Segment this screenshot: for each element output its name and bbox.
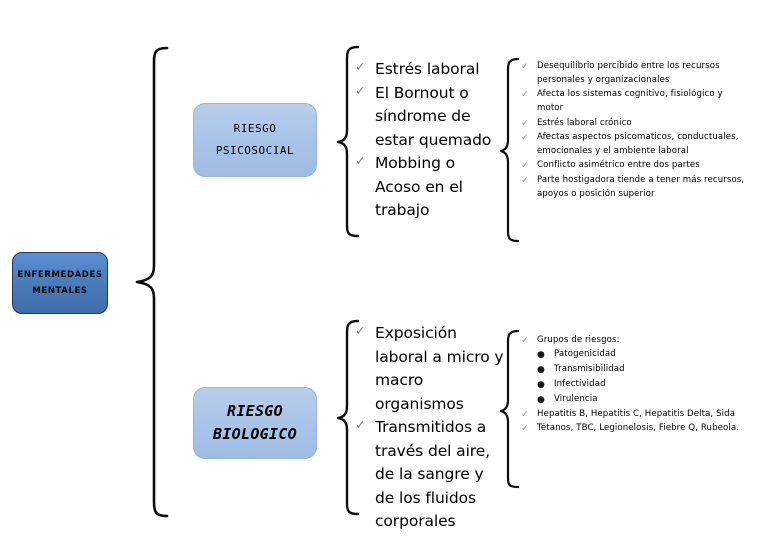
- biologico-details-ul: ✓ Grupos de riesgos: ● Patogenicidad ● T…: [521, 334, 749, 436]
- check-icon: ✓: [521, 424, 529, 435]
- check-icon: ✓: [521, 118, 529, 129]
- check-icon: ✓: [355, 154, 366, 170]
- list-item: ✓ Tétanos, TBC, Legionelosis, Fiebre Q, …: [521, 422, 749, 436]
- list-biologico-details: ✓ Grupos de riesgos: ● Patogenicidad ● T…: [521, 334, 749, 436]
- check-icon: ✓: [355, 418, 366, 434]
- list-item-label: Parte hostigadora tiende a tener más rec…: [537, 174, 745, 199]
- list-item: ✓ Desequilibrio percibido entre los recu…: [521, 60, 749, 88]
- bullet-icon: ●: [537, 379, 545, 390]
- root-label-line-2: MENTALES: [32, 286, 88, 296]
- psicosocial-items-ul: ✓ Estrés laboral ✓ El Bornout o síndrome…: [355, 58, 505, 223]
- list-item: ✓ Mobbing o Acoso en el trabajo: [355, 152, 505, 223]
- list-item: ✓ Estrés laboral crónico: [521, 117, 749, 131]
- check-icon: ✓: [355, 83, 366, 99]
- list-item-label: Estrés laboral: [375, 60, 480, 78]
- psicosocial-label-line-1: RIESGO: [233, 122, 277, 135]
- list-item-label: El Bornout o síndrome de estar quemado: [375, 83, 492, 149]
- bullet-icon: ●: [537, 349, 545, 360]
- list-item-label: Grupos de riesgos:: [537, 335, 620, 345]
- list-item-label: Hepatitis B, Hepatitis C, Hepatitis Delt…: [537, 408, 736, 419]
- check-icon: ✓: [521, 62, 529, 72]
- node-riesgo-psicosocial[interactable]: RIESGO PSICOSOCIAL: [193, 103, 317, 177]
- list-item: ✓ Grupos de riesgos: ● Patogenicidad ● T…: [521, 334, 749, 407]
- list-psicosocial-items: ✓ Estrés laboral ✓ El Bornout o síndrome…: [355, 58, 505, 223]
- biologico-label: RIESGO BIOLOGICO: [213, 400, 297, 447]
- check-icon: ✓: [521, 409, 529, 420]
- list-item-label: Estrés laboral crónico: [537, 117, 632, 128]
- bullet-icon: ●: [537, 394, 545, 405]
- node-enfermedades-mentales[interactable]: ENFERMEDADES MENTALES: [12, 252, 108, 314]
- check-icon: ✓: [521, 161, 529, 172]
- list-item-label: Tétanos, TBC, Legionelosis, Fiebre Q, Ru…: [537, 423, 740, 434]
- list-item-label: Mobbing o Acoso en el trabajo: [375, 154, 463, 220]
- list-item: ✓ Exposición laboral a micro y macro org…: [355, 322, 505, 416]
- check-icon: ✓: [521, 133, 529, 144]
- list-item-label: Conflicto asimétrico entre dos partes: [537, 160, 700, 171]
- list-item-label: Desequilibrio percibido entre los recurs…: [537, 61, 720, 85]
- psicosocial-label-line-2: PSICOSOCIAL: [215, 144, 295, 157]
- check-icon: ✓: [521, 336, 529, 346]
- list-item-label: Transmitidos a través del aire, de la sa…: [375, 418, 490, 531]
- bullet-icon: ●: [537, 364, 545, 375]
- list-item: ✓ Afectas aspectos psicomaticos, conduct…: [521, 131, 749, 159]
- psicosocial-label: RIESGO PSICOSOCIAL: [216, 118, 294, 162]
- list-biologico-items: ✓ Exposición laboral a micro y macro org…: [355, 322, 505, 534]
- list-item: ✓ Parte hostigadora tiende a tener más r…: [521, 174, 749, 202]
- list-item: ✓ Conflicto asimétrico entre dos partes: [521, 159, 749, 173]
- biologico-label-line-2: BIOLOGICO: [213, 425, 297, 443]
- psicosocial-details-ul: ✓ Desequilibrio percibido entre los recu…: [521, 60, 749, 202]
- sublist-item: ● Patogenicidad: [537, 348, 749, 362]
- biologico-items-ul: ✓ Exposición laboral a micro y macro org…: [355, 322, 505, 534]
- sublist-item: ● Virulencia: [537, 393, 749, 407]
- sublist-item: ● Transmisibilidad: [537, 363, 749, 377]
- brace-root: [133, 44, 173, 520]
- node-riesgo-biologico[interactable]: RIESGO BIOLOGICO: [193, 387, 317, 459]
- list-item: ✓ El Bornout o síndrome de estar quemado: [355, 82, 505, 153]
- list-item-label: Afecta los sistemas cognitivo, fisiológi…: [537, 89, 723, 114]
- list-psicosocial-details: ✓ Desequilibrio percibido entre los recu…: [521, 60, 749, 202]
- sublist-item-label: Infectividad: [554, 378, 606, 389]
- list-item: ✓ Transmitidos a través del aire, de la …: [355, 416, 505, 534]
- biologico-label-line-1: RIESGO: [226, 401, 283, 420]
- list-item: ✓ Hepatitis B, Hepatitis C, Hepatitis De…: [521, 408, 749, 422]
- sublist-item-label: Patogenicidad: [554, 348, 616, 359]
- check-icon: ✓: [521, 175, 529, 186]
- sublist-item: ● Infectividad: [537, 378, 749, 392]
- sublist-item-label: Virulencia: [554, 393, 598, 404]
- check-icon: ✓: [521, 90, 529, 101]
- sublist-item-label: Transmisibilidad: [554, 363, 625, 374]
- biologico-detail-sublist: ● Patogenicidad ● Transmisibilidad ● Inf…: [537, 348, 749, 407]
- list-item: ✓ Estrés laboral: [355, 58, 505, 82]
- check-icon: ✓: [355, 60, 366, 75]
- list-item-label: Afectas aspectos psicomaticos, conductua…: [537, 132, 739, 157]
- root-label: ENFERMEDADES MENTALES: [17, 267, 102, 299]
- list-item-label: Exposición laboral a micro y macro organ…: [375, 324, 504, 413]
- root-label-line-1: ENFERMEDADES: [17, 269, 103, 280]
- check-icon: ✓: [355, 324, 366, 339]
- list-item: ✓ Afecta los sistemas cognitivo, fisioló…: [521, 88, 749, 116]
